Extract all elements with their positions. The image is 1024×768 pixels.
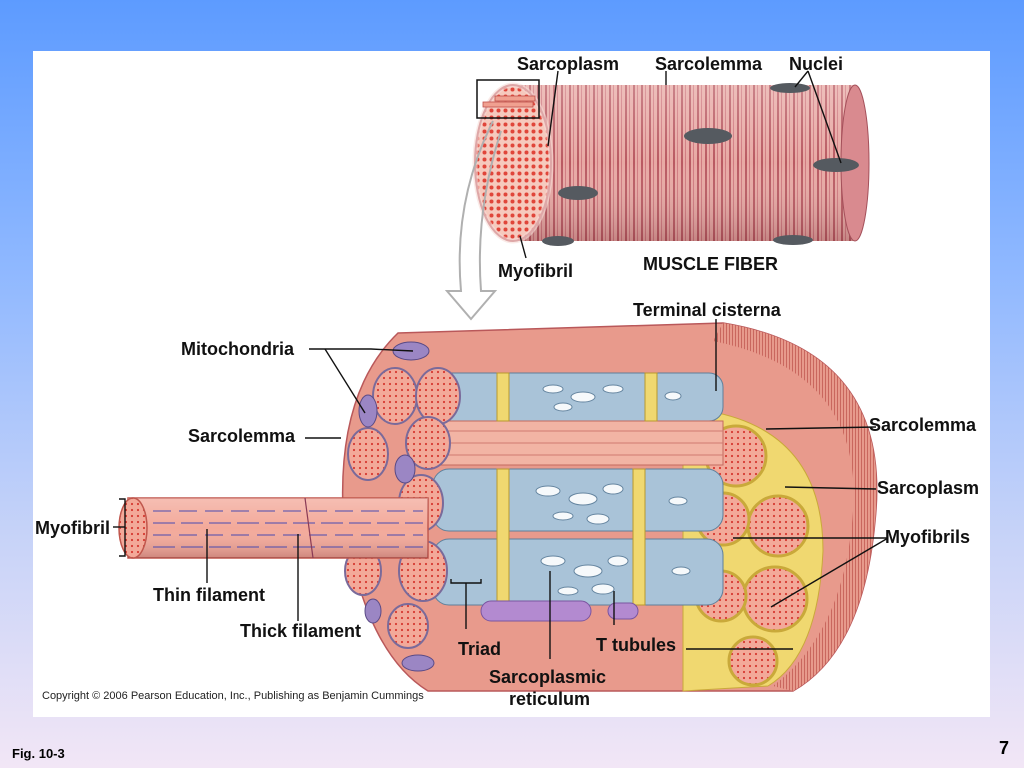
myofibril-cross-section: [118, 322, 878, 692]
label-mitochondria: Mitochondria: [181, 339, 295, 359]
label-muscle-fiber: MUSCLE FIBER: [643, 254, 778, 274]
figure-panel: Sarcoplasm Sarcolemma Nuclei Myofibril M…: [33, 51, 990, 717]
leader-lines: [113, 70, 889, 659]
muscle-fiber-diagram: Sarcoplasm Sarcolemma Nuclei Myofibril M…: [35, 54, 979, 709]
figure-label: Fig. 10-3: [12, 746, 65, 761]
label-terminal-cisterna: Terminal cisterna: [633, 300, 782, 320]
label-myofibril-left: Myofibril: [35, 518, 110, 538]
label-triad: Triad: [458, 639, 501, 659]
label-myofibril-top: Myofibril: [498, 261, 573, 281]
label-thin-filament: Thin filament: [153, 585, 265, 605]
nucleus: [542, 236, 574, 246]
label-thick-filament: Thick filament: [240, 621, 361, 641]
label-sarcoplasmic: Sarcoplasmic: [489, 667, 606, 687]
nucleus: [770, 83, 810, 93]
slide-number: 7: [999, 738, 1010, 758]
label-sarcolemma-top: Sarcolemma: [655, 54, 763, 74]
label-myofibrils-right: Myofibrils: [885, 527, 970, 547]
nucleus: [684, 128, 732, 144]
nucleus: [773, 235, 813, 245]
label-reticulum: reticulum: [509, 689, 590, 709]
nucleus: [813, 158, 859, 172]
label-sarcoplasm-right: Sarcoplasm: [877, 478, 979, 498]
label-nuclei: Nuclei: [789, 54, 843, 74]
nucleus: [558, 186, 598, 200]
label-sarcolemma-right: Sarcolemma: [869, 415, 977, 435]
label-sarcolemma-left: Sarcolemma: [188, 426, 296, 446]
labels: Sarcoplasm Sarcolemma Nuclei Myofibril M…: [35, 54, 979, 709]
label-sarcoplasm-top: Sarcoplasm: [517, 54, 619, 74]
muscle-fiber-illustration: [444, 79, 870, 321]
label-t-tubules: T tubules: [596, 635, 676, 655]
copyright-notice: Copyright © 2006 Pearson Education, Inc.…: [42, 690, 424, 702]
